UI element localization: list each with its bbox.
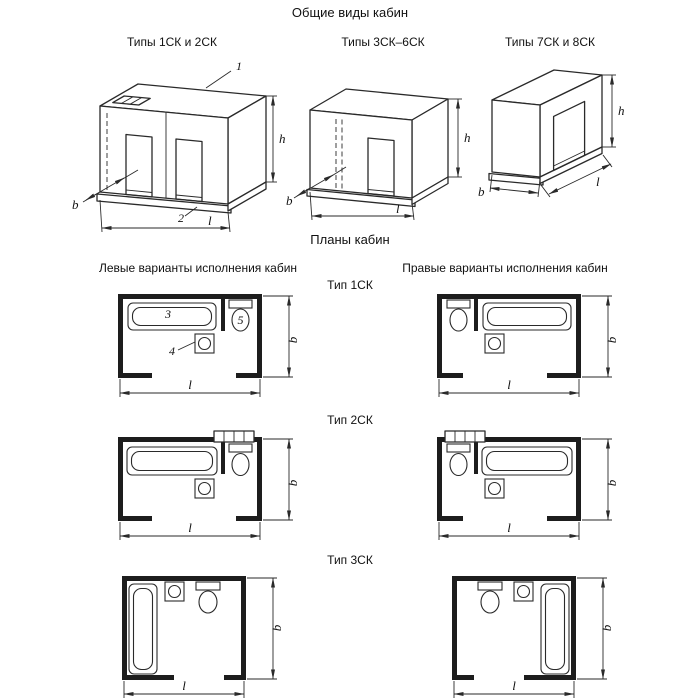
base-slab-side [227, 181, 267, 212]
type-3ck-label: Тип 3СК [327, 553, 373, 567]
iso-view-1ck-2ck: 1 2 h b l [72, 59, 286, 233]
dim-h: h [618, 103, 625, 118]
dim-b: b [269, 624, 284, 631]
dim-l: l [396, 201, 400, 216]
plan-1ck-left: 3 4 5 b l [117, 293, 300, 397]
type-2ck-label: Тип 2СК [327, 413, 373, 427]
iso-view-3ck-6ck: h b l [286, 88, 471, 221]
dim-b: b [286, 193, 293, 208]
dim-b: b [604, 479, 619, 486]
dim-l: l [507, 520, 511, 535]
dim-b: b [72, 197, 79, 212]
plan-1ck-right: b l [436, 293, 619, 397]
dim-b: b [604, 336, 619, 343]
dim-l: l [208, 213, 212, 228]
door-opening [125, 133, 153, 198]
iso-view3-label: Типы 7СК и 8СК [505, 35, 595, 49]
dim-h: h [464, 130, 471, 145]
right-variants-header: Правые варианты исполнения кабин [402, 261, 608, 275]
ceiling-hatch [112, 95, 151, 106]
type-1ck-label: Тип 1СК [327, 278, 373, 292]
left-variants-header: Левые варианты исполнения кабин [99, 261, 297, 275]
plan-2ck-left: b l [117, 430, 300, 540]
callout-floor-panel: 2 [178, 211, 184, 225]
dim-l: l [182, 678, 186, 693]
sheet-title: Общие виды кабин [292, 5, 408, 20]
dim-b: b [285, 479, 300, 486]
dim-l: l [512, 678, 516, 693]
plans-title: Планы кабин [310, 232, 389, 247]
dim-b: b [599, 624, 614, 631]
callout-washbasin: 4 [169, 344, 175, 358]
base-slab-side [411, 176, 449, 206]
dim-h: h [279, 131, 286, 146]
dim-l: l [188, 377, 192, 392]
base-slab-front [488, 172, 544, 186]
callout-bath: 3 [164, 307, 171, 321]
iso-view-7ck-8ck: h b l [478, 69, 625, 199]
iso-view2-label: Типы 3СК–6СК [341, 35, 424, 49]
callout-ceiling-panel: 1 [236, 59, 242, 73]
door-opening [367, 137, 395, 197]
dim-l: l [188, 520, 192, 535]
callout-toilet: 5 [238, 313, 244, 327]
plan-3ck-left: b l [121, 575, 284, 698]
plan-2ck-right: b l [436, 430, 619, 540]
dim-l: l [507, 377, 511, 392]
door-opening [552, 100, 586, 172]
plan-3ck-right: b l [451, 575, 614, 698]
iso-view1-label: Типы 1СК и 2СК [127, 35, 217, 49]
dim-b: b [478, 184, 485, 199]
dim-l: l [596, 174, 600, 189]
door-opening [175, 138, 203, 203]
dim-b: b [285, 336, 300, 343]
